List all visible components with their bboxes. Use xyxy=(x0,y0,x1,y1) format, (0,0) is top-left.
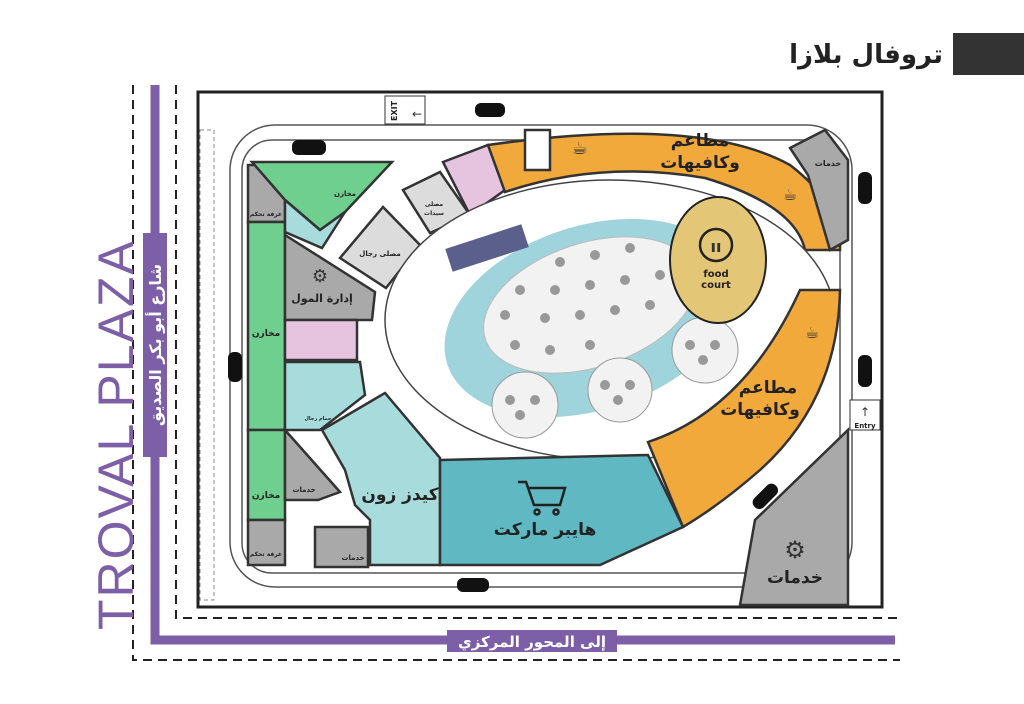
wc-women xyxy=(283,318,359,362)
entry-arrow-icon: ↑ xyxy=(860,405,870,419)
page-title: تروفال بلازا xyxy=(789,40,943,70)
svg-text:خدمات: خدمات xyxy=(815,159,842,168)
mall-admin xyxy=(283,232,377,322)
svg-text:خدمات: خدمات xyxy=(767,568,823,588)
svg-text:مخازن: مخازن xyxy=(334,190,356,198)
gear-icon: ⚙ xyxy=(312,266,328,287)
wc-men xyxy=(283,360,367,432)
cars xyxy=(228,103,872,592)
svg-text:إلى المحور المركزي: إلى المحور المركزي xyxy=(458,633,606,652)
svg-text:court: court xyxy=(701,280,731,291)
restaurants-right xyxy=(646,288,842,529)
cutlery-icon xyxy=(698,227,734,263)
seating-circle xyxy=(491,371,559,439)
svg-text:وكافيهات: وكافيهات xyxy=(660,153,740,173)
wc-top xyxy=(283,197,347,250)
svg-text:شارع أبو بكر الصديق: شارع أبو بكر الصديق xyxy=(145,264,165,426)
coffee-icon: ☕ xyxy=(572,138,588,159)
svg-text:حمام رجال: حمام رجال xyxy=(305,416,332,422)
tables xyxy=(500,243,720,420)
services-left xyxy=(283,426,343,502)
svg-text:وكافيهات: وكافيهات xyxy=(720,400,800,420)
svg-text:مطاعم: مطاعم xyxy=(671,131,729,151)
coffee-cup-icon: ☕ xyxy=(783,185,797,204)
restaurants-top xyxy=(486,132,842,252)
stairs xyxy=(523,128,552,172)
svg-text:EXIT: EXIT xyxy=(390,100,399,121)
seating-circle xyxy=(587,357,653,423)
svg-text:food: food xyxy=(703,269,728,280)
services-top xyxy=(788,128,850,252)
coffee-icon: ☕ xyxy=(805,323,819,342)
street-dashes xyxy=(132,85,900,661)
seating-circle xyxy=(671,316,739,384)
storage-mid xyxy=(246,220,287,432)
svg-text:غرفة تحكم: غرفة تحكم xyxy=(250,211,282,218)
svg-text:غرفة تحكم: غرفة تحكم xyxy=(250,551,282,558)
hypermarket xyxy=(438,453,685,567)
svg-text:ıı: ıı xyxy=(711,237,722,256)
storage-bottom xyxy=(246,428,287,522)
svg-text:خدمات: خدمات xyxy=(292,486,315,494)
svg-text:مخازن: مخازن xyxy=(252,491,280,501)
control-room-bottom xyxy=(246,518,287,567)
title-bar xyxy=(953,33,1024,75)
svg-text:هايبر ماركت: هايبر ماركت xyxy=(494,520,597,540)
svg-text:مصلى: مصلى xyxy=(425,201,443,208)
svg-text:مطاعم: مطاعم xyxy=(739,378,797,398)
svg-text:مصلى رجال: مصلى رجال xyxy=(359,250,400,258)
sidewalk xyxy=(199,129,215,601)
svg-text:كيدز زون: كيدز زون xyxy=(361,485,438,505)
gear-monitor-icon: ⚙ xyxy=(784,536,806,564)
kids-zone xyxy=(320,391,442,567)
exit-gate xyxy=(384,95,426,125)
entry-gate xyxy=(849,399,881,431)
stage xyxy=(445,224,529,272)
svg-text:Entry: Entry xyxy=(854,422,876,430)
svg-text:إدارة المول: إدارة المول xyxy=(291,292,353,305)
cart-icon xyxy=(518,480,567,516)
services-big xyxy=(738,427,850,607)
services-bottom xyxy=(313,525,370,569)
street-label-bottom: إلى المحور المركزي xyxy=(447,630,617,652)
street-label-left: شارع أبو بكر الصديق xyxy=(143,233,167,457)
exit-arrow-icon: ← xyxy=(412,107,422,121)
svg-text:سيدات: سيدات xyxy=(424,210,444,217)
svg-text:خدمات: خدمات xyxy=(341,554,364,562)
svg-text:مخازن: مخازن xyxy=(252,329,280,339)
brand-label: TROVAL PLAZA xyxy=(88,239,144,630)
